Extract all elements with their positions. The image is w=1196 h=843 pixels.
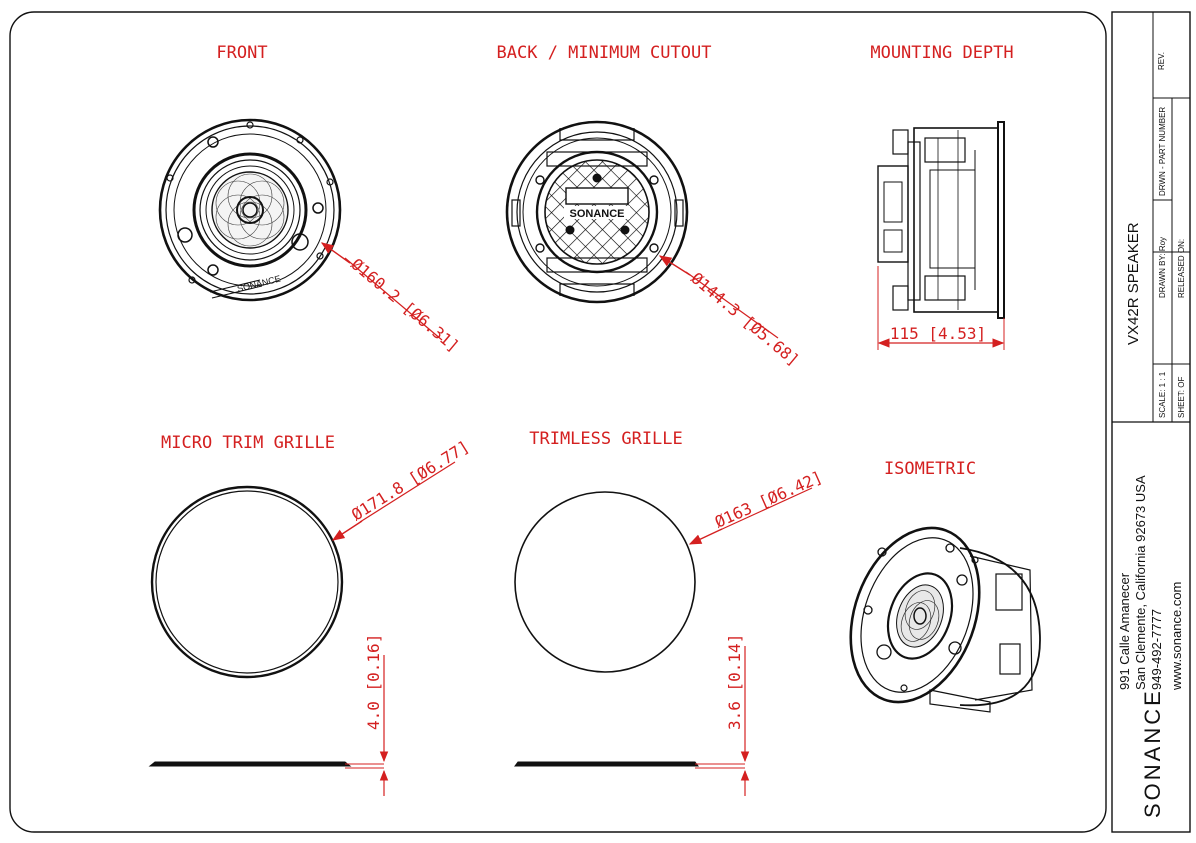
micro-thick-value: 4.0 [0.16]	[364, 634, 383, 730]
trimless-grille-front	[514, 491, 696, 673]
trimless-thick-value: 3.6 [0.14]	[725, 634, 744, 730]
sheet-border	[9, 11, 1107, 833]
label-back-cutout: BACK / MINIMUM CUTOUT	[497, 43, 712, 63]
back-dia-arrow	[658, 255, 691, 276]
back-brand-mark: SONANCE	[569, 208, 624, 220]
trimless-dia-arrow	[688, 528, 723, 545]
isometric-view-speaker	[849, 526, 1041, 713]
micro-trim-grille-profile	[148, 761, 384, 769]
part-number-label: DRWN - PART NUMBER	[1158, 107, 1167, 196]
drawn-by: DRAWN BY: Roy	[1158, 237, 1167, 298]
label-front: FRONT	[216, 43, 267, 63]
website: www.sonance.com	[1169, 582, 1184, 691]
label-isometric: ISOMETRIC	[884, 459, 976, 479]
label-mounting-depth: MOUNTING DEPTH	[870, 43, 1013, 63]
title-block: REV. DRWN - PART NUMBER VX42R SPEAKER DR…	[1111, 11, 1191, 833]
back-dia-leader	[685, 271, 779, 339]
label-micro-trim: MICRO TRIM GRILLE	[161, 433, 335, 453]
label-trimless: TRIMLESS GRILLE	[529, 429, 683, 449]
trimless-grille-profile	[514, 761, 745, 769]
depth-value: 115 [4.53]	[890, 324, 986, 343]
back-brand-plate	[564, 206, 630, 219]
rev-label: REV.	[1157, 52, 1166, 70]
front-dia-arrow	[320, 242, 351, 264]
trimless-dia-leader	[719, 487, 813, 531]
micro-trim-grille-front	[150, 485, 344, 679]
phone-number: 949-492-7777	[1149, 609, 1164, 690]
released-on: RELEASED ON:	[1177, 239, 1186, 298]
trimless-dia-value: Ø163 [Ø6.42]	[712, 467, 825, 531]
scale-label: SCALE: 1 : 1	[1158, 371, 1167, 418]
address-line-2: San Clemente, California 92673 USA	[1133, 475, 1148, 690]
front-dia-value: Ø160.2 [Ø6.31]	[347, 255, 463, 356]
back-dia-value: Ø144.3 [Ø5.68]	[687, 269, 803, 370]
front-view-speaker	[158, 118, 342, 302]
drawing-title: VX42R SPEAKER	[1125, 222, 1142, 345]
address-line-1: 991 Calle Amanecer	[1117, 572, 1132, 690]
front-dia-leader	[344, 257, 443, 341]
sheet-label: SHEET: OF	[1177, 377, 1186, 418]
micro-dia-leader	[359, 461, 456, 523]
micro-dia-arrow	[331, 520, 363, 541]
company-logo: SONANCE	[1140, 688, 1165, 818]
micro-dia-value: Ø171.8 [Ø6.77]	[348, 437, 472, 525]
depth-side-view	[877, 121, 1005, 319]
